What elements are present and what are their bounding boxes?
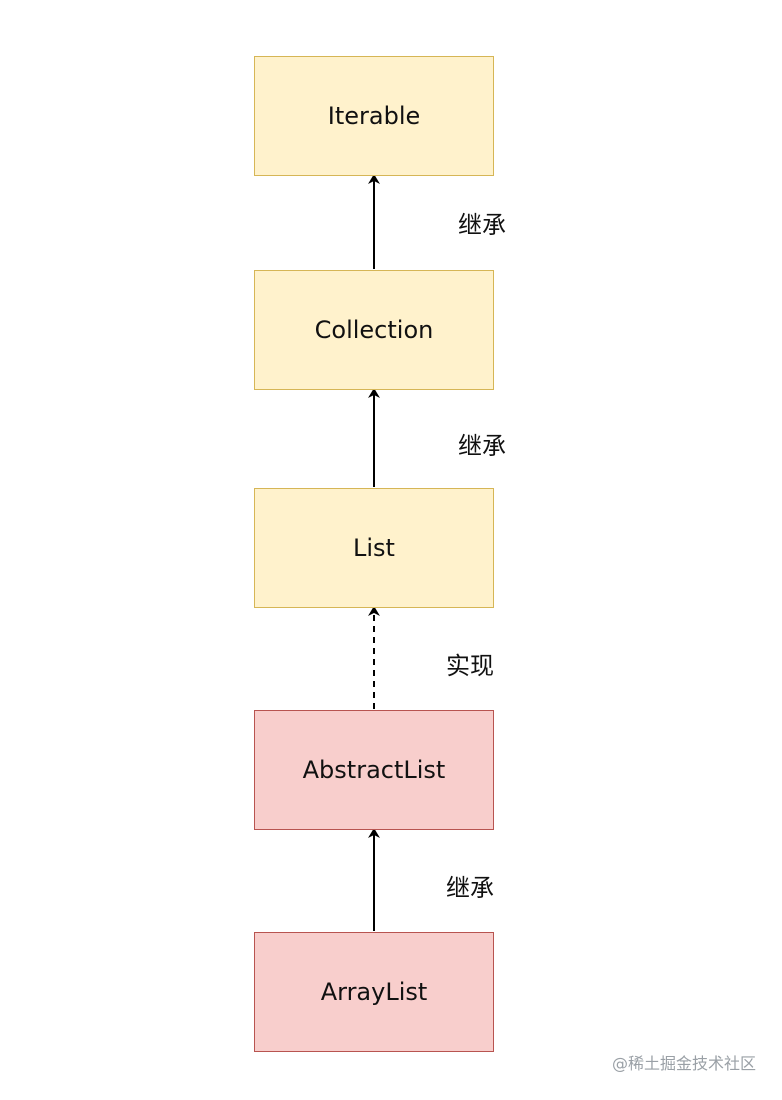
- node-list: List: [254, 488, 494, 608]
- edge-label-implements: 实现: [446, 652, 494, 680]
- node-iterable-label: Iterable: [327, 102, 421, 130]
- node-abstractlist: AbstractList: [254, 710, 494, 830]
- node-collection-label: Collection: [314, 316, 434, 344]
- node-arraylist-label: ArrayList: [320, 978, 428, 1006]
- node-collection: Collection: [254, 270, 494, 390]
- node-arraylist: ArrayList: [254, 932, 494, 1052]
- node-iterable: Iterable: [254, 56, 494, 176]
- edge-label-extends-1: 继承: [458, 211, 506, 239]
- watermark: @稀土掘金技术社区: [611, 1054, 756, 1073]
- edge-label-extends-2: 继承: [458, 432, 506, 460]
- node-list-label: List: [353, 534, 395, 562]
- node-abstractlist-label: AbstractList: [302, 756, 446, 784]
- edge-label-extends-3: 继承: [446, 874, 494, 902]
